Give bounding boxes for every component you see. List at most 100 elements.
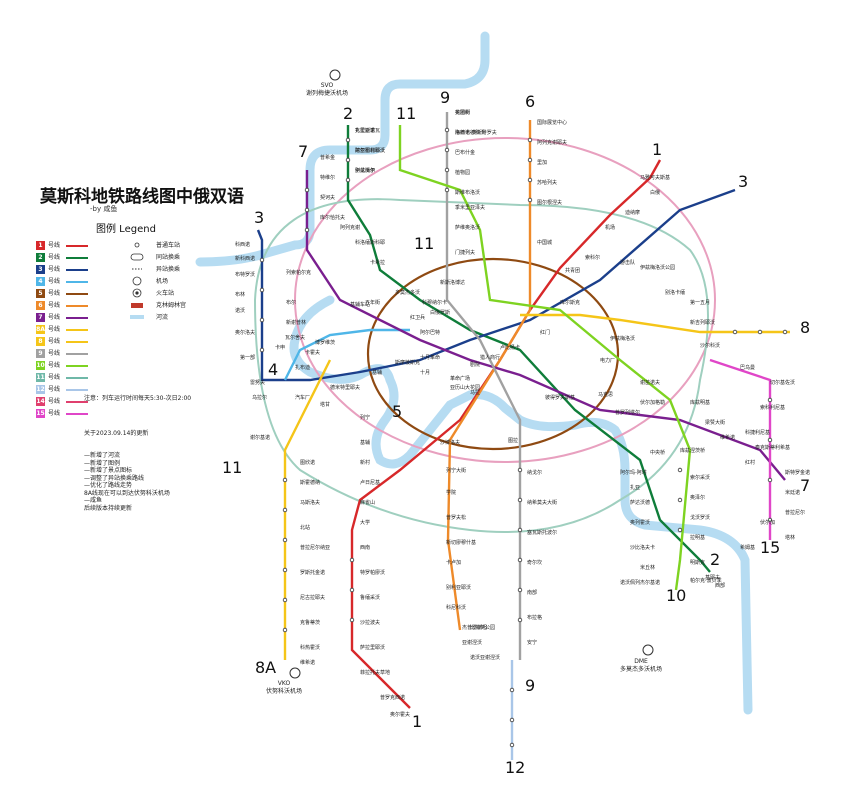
station-label: 猎人商行 (480, 355, 501, 361)
station-label: 兹亚布利科沃 (355, 148, 386, 154)
station-label: 沙尔科沃 (700, 343, 721, 349)
line-number-2: 2 (343, 104, 354, 123)
station-label: 契诃夫 (320, 195, 336, 201)
station-label: 库兹涅茨桥 (680, 448, 706, 454)
station-label: 雷努夫 (250, 380, 266, 386)
line-badge: 6 (36, 301, 45, 310)
airport-name: 谢列梅捷沃机场 (306, 90, 349, 97)
station-label: 戈沃罗沃 (690, 515, 711, 521)
airport-dme: DME 多莫杰多沃机场 (620, 658, 662, 674)
station-label: 诺沃亚谢涅沃 (470, 655, 501, 661)
station-label: 科穆纳尔卡 (422, 300, 448, 306)
line-8a-route (283, 359, 332, 660)
airport-icon (329, 69, 341, 81)
interchange-icon (130, 252, 144, 262)
station-label: 列索帕尔克 (286, 270, 312, 276)
station-label: 游击队 (620, 260, 636, 266)
station-label: 基辅 (372, 370, 383, 376)
line-name: 号线 (48, 278, 61, 285)
station-label: 安宁 (527, 640, 538, 646)
station-label: 南部 (527, 590, 538, 596)
station-label: 斯特罗金诺 (785, 470, 811, 476)
line-swatch (66, 377, 88, 379)
station-label: 列宁大街 (446, 468, 467, 474)
line-3-route (256, 188, 736, 382)
station-label: 里加 (537, 160, 548, 166)
line-swatch (66, 305, 88, 307)
line-11-ring (254, 198, 709, 533)
station-dot-icon (130, 240, 144, 250)
station-label: 伊兹梅洛沃 (610, 336, 636, 342)
station-label: 诺沃 (235, 308, 246, 314)
line-6-route (446, 120, 532, 631)
line-number-9-south: 9 (525, 676, 536, 695)
station-label: 基辅车站 (350, 302, 371, 308)
station-label: 萨维奥洛沃 (455, 225, 481, 231)
station-dots (259, 127, 788, 748)
line-number-11: 11 (414, 234, 435, 253)
station-label: 扎布迪 (295, 365, 311, 371)
station-label: 科西诺 (235, 242, 251, 248)
station-label: 普罗克西诺 (380, 695, 406, 701)
station-label: 沙拉波夫 (360, 620, 381, 626)
line-badge: 10 (36, 361, 45, 370)
station-label: 诺沃佩列杰尔基诺 (620, 580, 661, 586)
river (195, 31, 490, 267)
station-label: 卢比扬卡 (500, 345, 521, 351)
station-label: 共青团 (565, 268, 581, 274)
station-label: 菲拉托夫草地 (360, 670, 391, 676)
update-item: 8A线现在可以到达伏努科沃机场 (84, 489, 170, 497)
line-5-ring (366, 257, 620, 451)
station-label: 剧院 (470, 362, 481, 368)
update-item: —调整了异站换乘路线 (84, 474, 145, 482)
station-label: 谢尔基诺 (250, 435, 271, 441)
station-label: 扎亚 (630, 485, 641, 491)
station-label: 帕尔克·波贝季 (690, 578, 722, 584)
station-label: 新村 (360, 460, 371, 466)
station-label: 红卫兵 (410, 315, 426, 321)
station-label: 列宁 (360, 415, 371, 421)
line-badge: 14 (36, 397, 45, 406)
station-label: 植物园 (455, 170, 471, 176)
station-label: 奥尔霍夫 (390, 712, 411, 718)
station-label: 普罗列塔尔 (615, 410, 641, 416)
line-8-route (520, 313, 790, 334)
station-label: 图欣诺 (300, 460, 316, 466)
line-name: 号线 (48, 242, 61, 249)
station-label: 塞瓦斯托波尔 (527, 530, 558, 536)
station-label: 萨达沃德 (630, 500, 651, 506)
line-swatch (66, 365, 88, 367)
station-label: 沙比洛夫卡 (630, 545, 656, 551)
update-item: —新增了河流 (84, 452, 121, 459)
update-item: —新增了图例 (84, 459, 121, 467)
station-label: 维希诺 (300, 660, 316, 666)
line-number-5: 5 (392, 402, 403, 421)
station-label: 普拉尼尔纳亚 (300, 545, 331, 551)
line-swatch (66, 281, 88, 283)
station-label: 布特罗沃 (235, 272, 256, 278)
station-label: 奥泽尔 (690, 495, 706, 501)
station-label: 科洛缅斯科耶 (355, 240, 386, 246)
legend-symbol-label: 克林姆林宫 (156, 302, 187, 309)
station-label: 鲁缅采沃 (360, 595, 381, 601)
line-swatch (66, 293, 88, 295)
station-label: 阿列克谢 (340, 225, 361, 231)
legend-title: 图例 Legend (96, 224, 156, 235)
airport-icon (289, 667, 301, 679)
station-label: 伏尔加格勒 (640, 400, 666, 406)
station-label: 卡霍夫 (305, 350, 321, 356)
kremlin-icon (130, 300, 144, 310)
station-label: 纳希莫夫大街 (527, 500, 558, 506)
station-label: 图拉 (508, 438, 519, 444)
station-label: 萨拉里耶沃 (360, 645, 386, 651)
station-label: 新谢普林 (286, 320, 307, 326)
station-label: 北站 (300, 525, 311, 531)
